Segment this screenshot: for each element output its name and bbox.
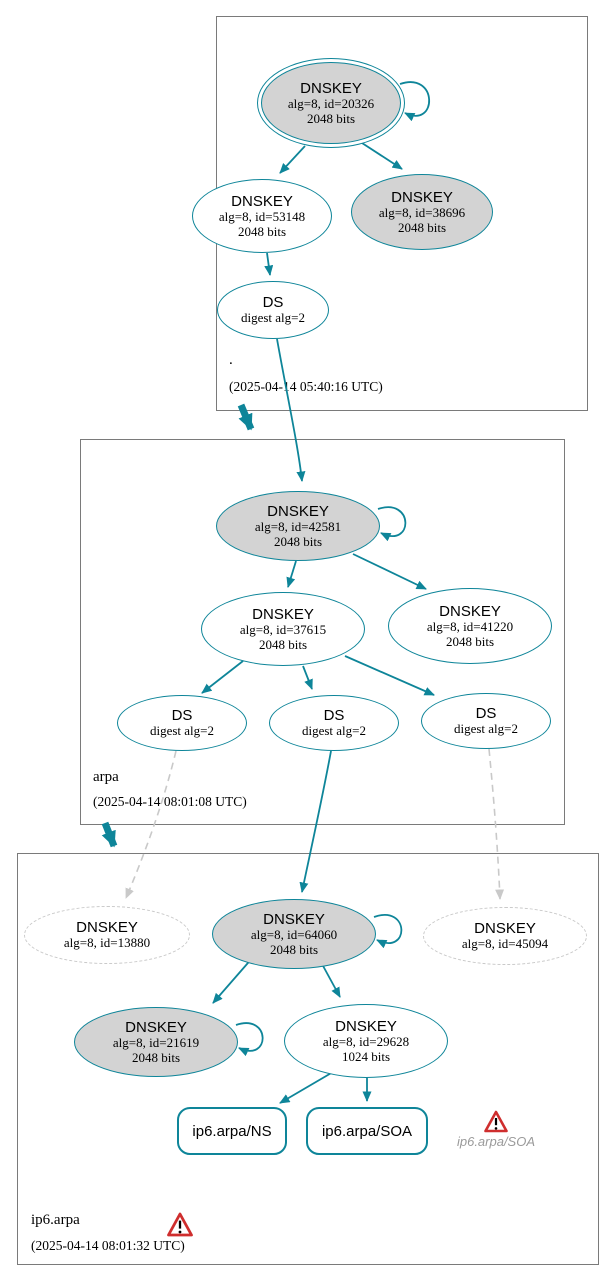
- ds-node-arpa-1[interactable]: DS digest alg=2: [117, 695, 247, 751]
- node-bits: 1024 bits: [341, 1048, 391, 1064]
- dnskey-node-42581-ksk[interactable]: DNSKEY alg=8, id=42581 2048 bits: [216, 491, 380, 561]
- dnskey-node-53148[interactable]: DNSKEY alg=8, id=53148 2048 bits: [192, 179, 332, 253]
- zone-timestamp-root: (2025-04-14 05:40:16 UTC): [229, 379, 383, 394]
- node-bits: 2048 bits: [131, 1049, 181, 1065]
- zone-label-root: .: [229, 352, 233, 368]
- node-bits: 2048 bits: [306, 110, 356, 126]
- node-title: DNSKEY: [267, 503, 329, 520]
- node-detail: alg=8, id=41220: [426, 619, 514, 634]
- node-title: DNSKEY: [300, 80, 362, 97]
- zone-label-ip6-arpa: ip6.arpa: [31, 1212, 80, 1228]
- node-bits: 2048 bits: [269, 941, 319, 957]
- node-title: DS: [323, 707, 345, 725]
- node-title: DNSKEY: [474, 920, 536, 938]
- node-title: DS: [171, 707, 193, 725]
- zone-label-arpa: arpa: [93, 769, 119, 785]
- node-bits: 2048 bits: [273, 533, 323, 549]
- node-title: DS: [262, 294, 284, 312]
- node-title: DNSKEY: [125, 1019, 187, 1036]
- rrset-node-ip6-arpa-ns[interactable]: ip6.arpa/NS: [177, 1107, 287, 1155]
- soa-warning-label: ip6.arpa/SOA: [456, 1134, 536, 1149]
- node-detail: alg=8, id=53148: [218, 209, 306, 224]
- node-bits: 2048 bits: [237, 223, 287, 239]
- rrset-label: ip6.arpa/SOA: [321, 1122, 413, 1140]
- node-title: DNSKEY: [231, 193, 293, 210]
- node-detail: alg=8, id=42581: [254, 519, 342, 534]
- node-detail: alg=8, id=20326: [287, 96, 375, 111]
- dnskey-node-21619[interactable]: DNSKEY alg=8, id=21619 2048 bits: [74, 1007, 238, 1077]
- node-title: DNSKEY: [76, 919, 138, 937]
- zone-timestamp-arpa: (2025-04-14 08:01:08 UTC): [93, 794, 247, 809]
- ds-node-root[interactable]: DS digest alg=2: [217, 281, 329, 339]
- node-detail: alg=8, id=38696: [378, 205, 466, 220]
- dnskey-node-29628[interactable]: DNSKEY alg=8, id=29628 1024 bits: [284, 1004, 448, 1078]
- node-detail: digest alg=2: [240, 310, 306, 326]
- node-title: DNSKEY: [335, 1018, 397, 1035]
- node-detail: alg=8, id=45094: [461, 936, 549, 952]
- node-bits: 2048 bits: [258, 636, 308, 652]
- node-detail: alg=8, id=21619: [112, 1035, 200, 1050]
- node-detail: digest alg=2: [301, 723, 367, 739]
- dnskey-node-37615[interactable]: DNSKEY alg=8, id=37615 2048 bits: [201, 592, 365, 666]
- dnskey-node-13880-insecure[interactable]: DNSKEY alg=8, id=13880: [24, 906, 190, 964]
- dnskey-node-45094-insecure[interactable]: DNSKEY alg=8, id=45094: [423, 907, 587, 965]
- node-bits: 2048 bits: [397, 219, 447, 235]
- dnskey-node-64060-ksk[interactable]: DNSKEY alg=8, id=64060 2048 bits: [212, 899, 376, 969]
- node-detail: alg=8, id=13880: [63, 935, 151, 951]
- node-title: DS: [475, 705, 497, 723]
- dnskey-node-20326-inner: DNSKEY alg=8, id=20326 2048 bits: [261, 62, 401, 144]
- ds-node-arpa-2[interactable]: DS digest alg=2: [269, 695, 399, 751]
- node-title: DNSKEY: [252, 606, 314, 623]
- rrset-label: ip6.arpa/NS: [192, 1122, 272, 1140]
- node-title: DNSKEY: [439, 603, 501, 620]
- dnskey-node-41220[interactable]: DNSKEY alg=8, id=41220 2048 bits: [388, 588, 552, 664]
- node-detail: alg=8, id=64060: [250, 927, 338, 942]
- node-title: DNSKEY: [263, 911, 325, 928]
- zone-timestamp-ip6-arpa: (2025-04-14 08:01:32 UTC): [31, 1238, 185, 1253]
- delegation-arrow-arpa-to-ip6: [101, 821, 118, 848]
- node-bits: 2048 bits: [445, 633, 495, 649]
- node-detail: alg=8, id=29628: [322, 1034, 410, 1049]
- rrset-node-ip6-arpa-soa[interactable]: ip6.arpa/SOA: [306, 1107, 428, 1155]
- node-detail: alg=8, id=37615: [239, 622, 327, 637]
- ds-node-arpa-3[interactable]: DS digest alg=2: [421, 693, 551, 749]
- node-title: DNSKEY: [391, 189, 453, 206]
- node-detail: digest alg=2: [149, 723, 215, 739]
- dnskey-node-38696[interactable]: DNSKEY alg=8, id=38696 2048 bits: [351, 174, 493, 250]
- node-detail: digest alg=2: [453, 721, 519, 737]
- dnskey-node-20326-ksk[interactable]: DNSKEY alg=8, id=20326 2048 bits: [257, 58, 405, 148]
